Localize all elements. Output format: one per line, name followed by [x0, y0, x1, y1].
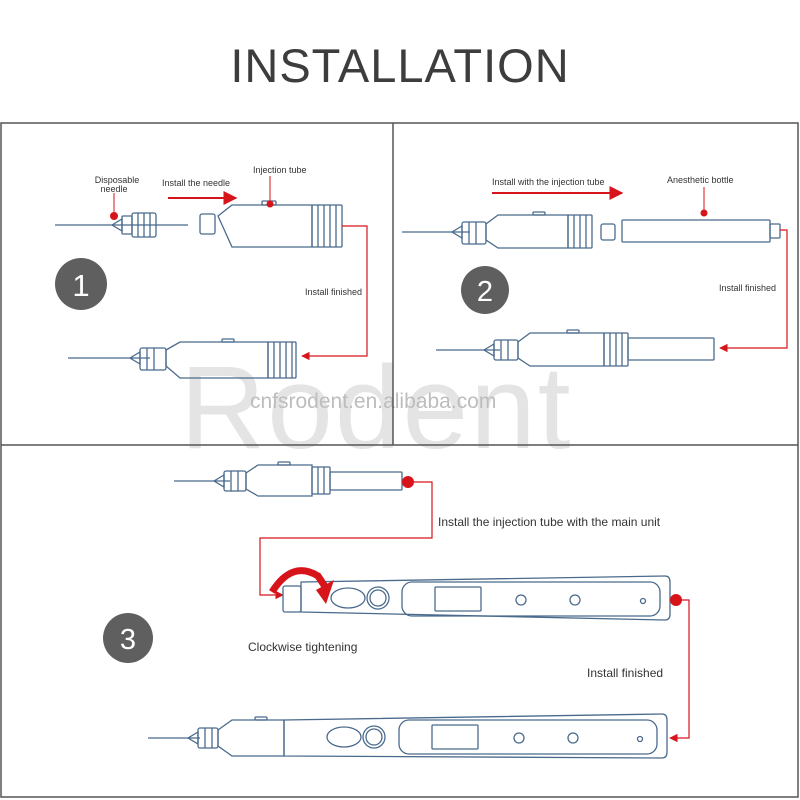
assembled-main-unit-illustration	[148, 713, 668, 759]
needle-pointer-dot	[110, 212, 118, 220]
assembled-needle-tube-illustration	[68, 338, 297, 379]
step-2-panel	[402, 186, 788, 367]
step-2-label-finished: Install finished	[719, 283, 776, 293]
needle-tube-illustration	[402, 211, 616, 249]
step-1-label-needle-line1: Disposable	[95, 175, 140, 185]
step-1-label-finished: Install finished	[305, 287, 362, 297]
main-unit-illustration	[282, 575, 671, 621]
step-1-label-injection-tube: Injection tube	[253, 165, 307, 175]
step-2-finished-connector	[719, 229, 788, 353]
step-3-badge	[103, 613, 153, 663]
step-3-start-dot	[402, 476, 414, 488]
bottle-pointer-dot	[700, 209, 708, 217]
step-1-number: 1	[72, 268, 89, 303]
step-2-badge	[461, 266, 509, 314]
step-3-label-finished: Install finished	[587, 666, 663, 680]
step-3-finished-connector	[669, 599, 690, 743]
step-3-panel	[103, 461, 690, 759]
step-1-label-install-needle: Install the needle	[162, 178, 230, 188]
step-3-install-connector	[259, 481, 433, 600]
step-3-label-clockwise: Clockwise tightening	[248, 640, 357, 654]
anesthetic-bottle-illustration	[621, 219, 781, 243]
step-3-label-install-main-unit: Install the injection tube with the main…	[438, 515, 661, 529]
step-2-label-bottle: Anesthetic bottle	[667, 175, 734, 185]
step-2-label-install-with-tube: Install with the injection tube	[492, 177, 605, 187]
assembled-bottle-tube-illustration	[436, 329, 715, 367]
step-2-number: 2	[477, 276, 493, 308]
page-title: INSTALLATION	[230, 39, 570, 92]
tube-pointer-dot	[266, 200, 274, 208]
panels-frame	[0, 122, 799, 798]
injection-tube-illustration	[199, 200, 343, 248]
install-finished-connector	[301, 225, 368, 361]
disposable-needle-illustration	[55, 212, 188, 238]
step-1-badge	[55, 258, 107, 310]
injection-tube-with-bottle-illustration	[174, 461, 403, 497]
step-1-label-needle-line2: needle	[100, 184, 127, 194]
step-1-panel	[55, 176, 368, 379]
clockwise-arrow-icon	[269, 567, 329, 594]
step-3-unit-dot	[670, 594, 682, 606]
step-3-number: 3	[120, 624, 136, 656]
